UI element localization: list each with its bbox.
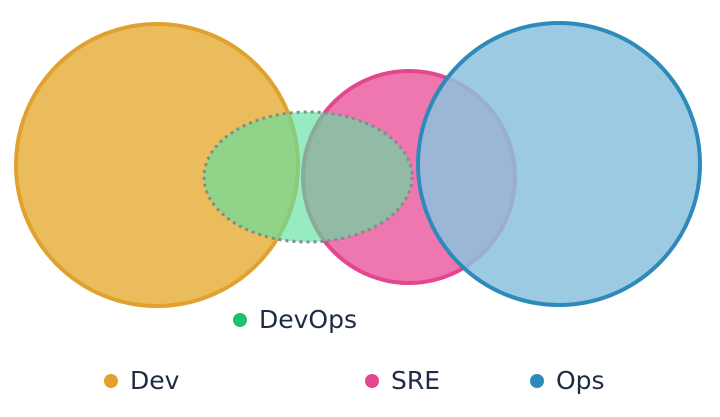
legend-dot-ops	[530, 374, 544, 388]
legend-item-devops: DevOps	[233, 305, 357, 335]
legend-label-sre: SRE	[391, 366, 441, 395]
legend-item-sre: SRE	[365, 366, 440, 396]
legend-label-dev: Dev	[130, 366, 180, 395]
legend-dot-devops	[233, 313, 247, 327]
legend-dot-dev	[104, 374, 118, 388]
legend-dot-sre	[365, 374, 379, 388]
legend-item-dev: Dev	[104, 366, 179, 396]
devops-ellipse	[202, 110, 414, 244]
legend-label-devops: DevOps	[259, 305, 357, 334]
ops-circle	[416, 21, 702, 307]
legend-item-ops: Ops	[530, 366, 605, 396]
legend-label-ops: Ops	[556, 366, 605, 395]
